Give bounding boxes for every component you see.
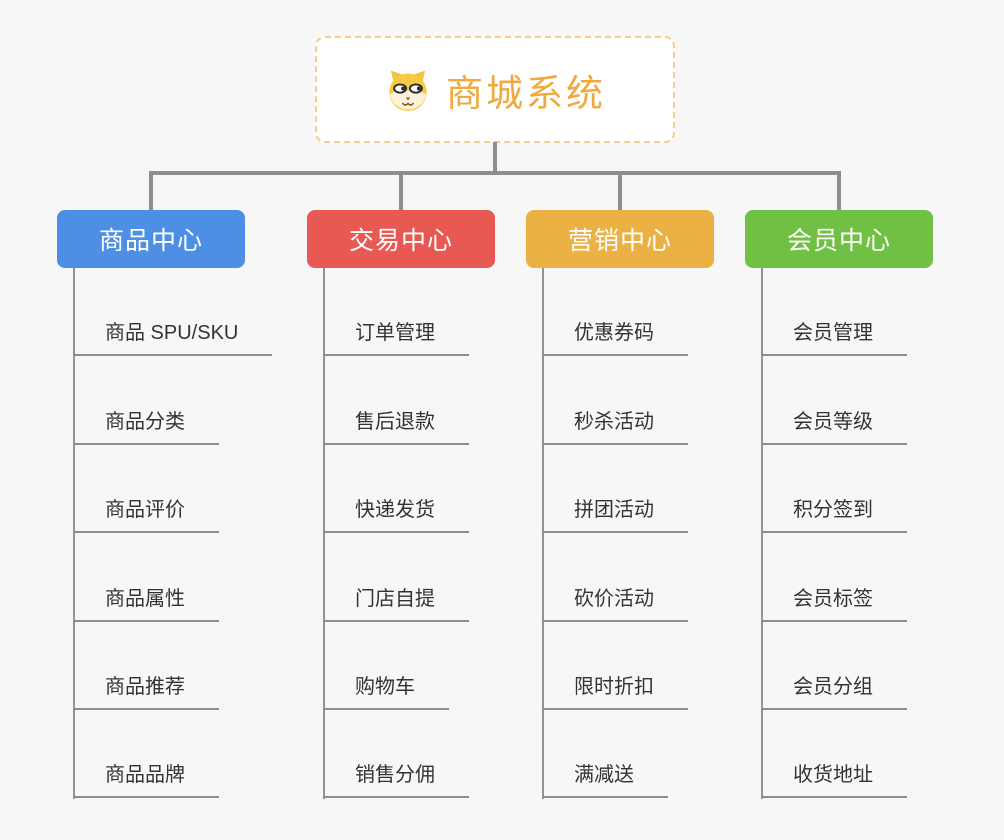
- branch-header[interactable]: 商品中心: [57, 210, 245, 268]
- branch-item[interactable]: 商品品牌: [73, 710, 333, 799]
- connector-horizontal-bar: [149, 171, 841, 175]
- branch-item[interactable]: 收货地址: [761, 710, 1004, 799]
- branch-item[interactable]: 会员标签: [761, 533, 1004, 622]
- branch-item[interactable]: 快递发货: [323, 445, 583, 534]
- connector-root-stub: [493, 142, 497, 174]
- connector-branch-vline: [761, 268, 763, 799]
- branch-header-label: 会员中心: [786, 227, 891, 255]
- branch-item[interactable]: 商品 SPU/SKU: [73, 268, 333, 357]
- branch-item[interactable]: 售后退款: [323, 356, 583, 445]
- branch-item-label: 满减送: [542, 758, 668, 799]
- branch-item-label: 快递发货: [323, 493, 469, 534]
- branch-item-label: 购物车: [323, 670, 449, 710]
- branch-item-label: 销售分佣: [323, 758, 469, 799]
- connector-branch-drop: [837, 171, 841, 212]
- branch-item-label: 商品推荐: [73, 670, 219, 710]
- branch-item-label: 收货地址: [761, 758, 907, 799]
- branch-item-label: 售后退款: [323, 405, 469, 445]
- branch-item-label: 限时折扣: [542, 670, 688, 710]
- connector-branch-drop: [618, 171, 622, 212]
- branch-item[interactable]: 砍价活动: [542, 533, 802, 622]
- branch-header[interactable]: 会员中心: [745, 210, 933, 268]
- branch-item-label: 商品分类: [73, 405, 219, 445]
- branch-item[interactable]: 订单管理: [323, 268, 583, 357]
- branch-header-label: 交易中心: [348, 227, 453, 255]
- branch-item[interactable]: 限时折扣: [542, 622, 802, 710]
- branch-item-label: 商品评价: [73, 493, 219, 534]
- connector-branch-drop: [149, 171, 153, 212]
- branch-item[interactable]: 商品推荐: [73, 622, 333, 710]
- branch-items: 会员管理 会员等级 积分签到 会员标签 会员分组 收货地址: [761, 268, 1004, 799]
- branch-item[interactable]: 积分签到: [761, 445, 1004, 534]
- branch-items: 商品 SPU/SKU 商品分类 商品评价 商品属性 商品推荐 商品品牌: [73, 268, 333, 799]
- branch-item[interactable]: 会员管理: [761, 268, 1004, 357]
- branch-item[interactable]: 满减送: [542, 710, 802, 799]
- connector-branch-vline: [323, 268, 325, 799]
- branch-item-label: 订单管理: [323, 316, 469, 357]
- dog-face-icon: [389, 70, 427, 111]
- branch-item-label: 积分签到: [761, 493, 907, 534]
- branch-item-label: 会员分组: [761, 670, 907, 710]
- connector-branch-drop: [399, 171, 403, 212]
- branch-item[interactable]: 门店自提: [323, 533, 583, 622]
- branch-item[interactable]: 购物车: [323, 622, 583, 710]
- branch-item[interactable]: 销售分佣: [323, 710, 583, 799]
- root-title: 商城系统: [446, 72, 606, 114]
- branch-header[interactable]: 营销中心: [526, 210, 714, 268]
- connector-branch-vline: [73, 268, 75, 799]
- branch-item-label: 商品 SPU/SKU: [73, 316, 273, 357]
- branch-item[interactable]: 商品分类: [73, 356, 333, 445]
- branch-item-label: 会员管理: [761, 316, 907, 357]
- branch-item-label: 拼团活动: [542, 493, 688, 534]
- branch-item[interactable]: 商品属性: [73, 533, 333, 622]
- branch-header-label: 营销中心: [567, 227, 672, 255]
- branch-item-label: 门店自提: [323, 582, 469, 622]
- connector-branch-vline: [542, 268, 544, 799]
- branch-item[interactable]: 会员分组: [761, 622, 1004, 710]
- branch-item-label: 商品属性: [73, 582, 219, 622]
- branch-item-label: 会员等级: [761, 405, 907, 445]
- branch-item[interactable]: 优惠券码: [542, 268, 802, 357]
- branch-item-label: 会员标签: [761, 582, 907, 622]
- branch-item-label: 商品品牌: [73, 758, 219, 799]
- branch-item-label: 砍价活动: [542, 582, 688, 622]
- branch-item-label: 优惠券码: [542, 316, 688, 357]
- branch-items: 订单管理 售后退款 快递发货 门店自提 购物车 销售分佣: [323, 268, 583, 799]
- branch-header[interactable]: 交易中心: [307, 210, 495, 268]
- branch-header-label: 商品中心: [98, 227, 203, 255]
- branch-item[interactable]: 拼团活动: [542, 445, 802, 534]
- branch-item-label: 秒杀活动: [542, 405, 688, 445]
- branch-item[interactable]: 会员等级: [761, 356, 1004, 445]
- branch-item[interactable]: 秒杀活动: [542, 356, 802, 445]
- branch-item[interactable]: 商品评价: [73, 445, 333, 534]
- root-node[interactable]: 商城系统: [315, 36, 675, 143]
- branch-items: 优惠券码 秒杀活动 拼团活动 砍价活动 限时折扣 满减送: [542, 268, 802, 799]
